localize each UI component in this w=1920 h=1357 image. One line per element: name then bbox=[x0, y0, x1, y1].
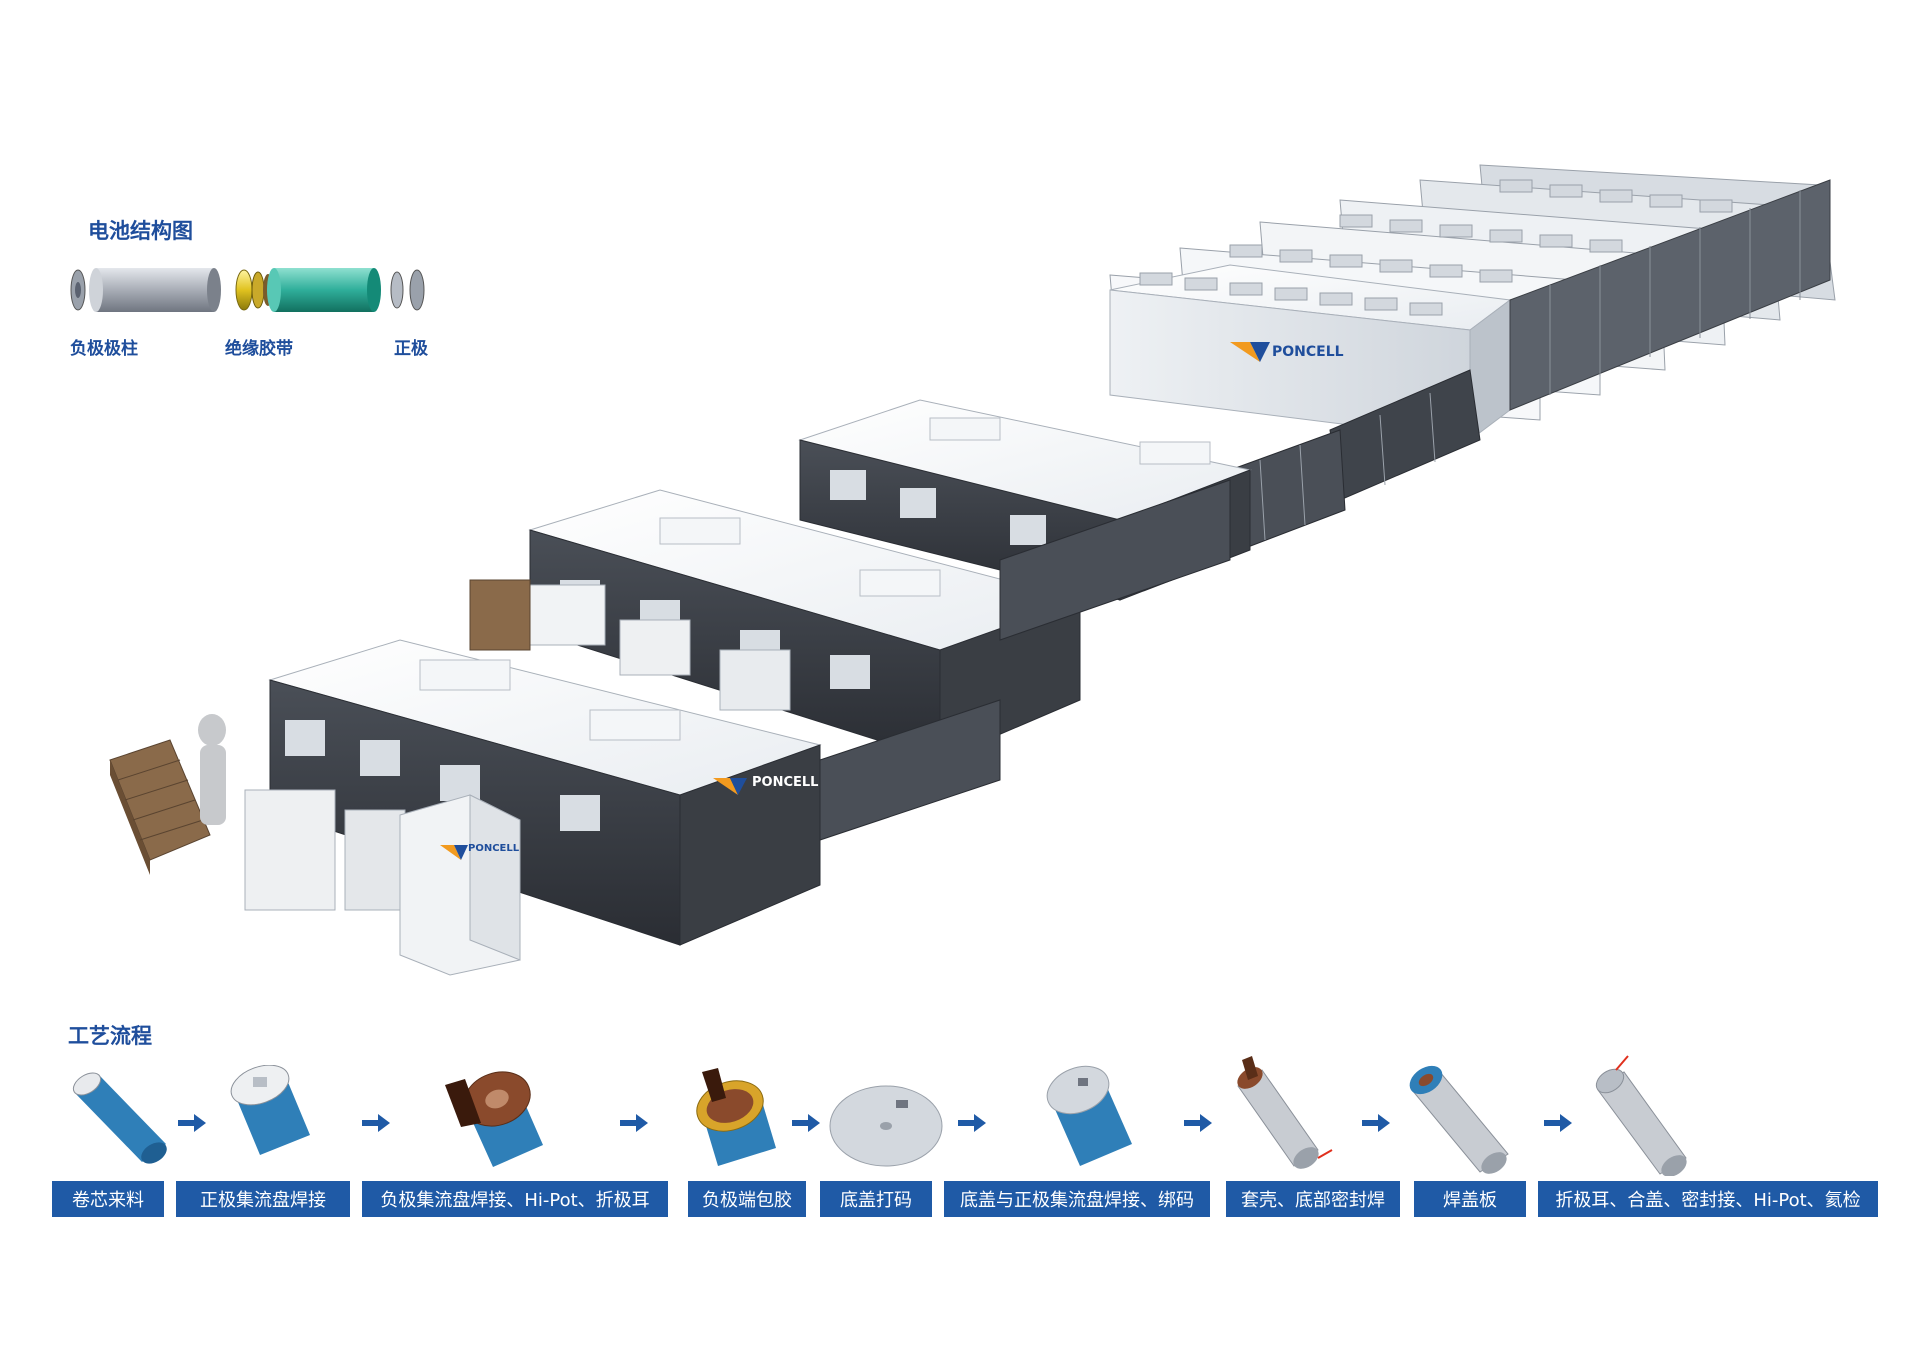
step-label-5: 底盖打码 bbox=[820, 1181, 932, 1217]
step-icon-negative-collector bbox=[445, 1071, 543, 1167]
step-icon-cover-weld bbox=[1046, 1065, 1132, 1166]
arrow-icon-8 bbox=[1544, 1114, 1572, 1132]
step-icon-cell-core bbox=[72, 1072, 167, 1164]
assembly-line-middle bbox=[469, 489, 1082, 761]
step-label-6: 底盖与正极集流盘焊接、绑码 bbox=[944, 1181, 1210, 1217]
arrow-icon-4 bbox=[792, 1114, 820, 1132]
part-label-positive: 正极 bbox=[394, 339, 428, 359]
battery-exploded-view bbox=[70, 268, 425, 312]
transfer-conveyor bbox=[1229, 369, 1481, 551]
poncell-logo-mark-front bbox=[713, 778, 747, 795]
arrow-icon-7 bbox=[1362, 1114, 1390, 1132]
arrow-icon-6 bbox=[1184, 1114, 1212, 1132]
part-label-insulation-tape: 绝缘胶带 bbox=[225, 339, 293, 359]
poncell-logo-mark-cabinet bbox=[440, 845, 468, 860]
loading-station bbox=[109, 714, 521, 976]
step-label-4: 负极端包胶 bbox=[688, 1181, 806, 1217]
step-icon-bottom-cover bbox=[829, 1085, 943, 1167]
structure-title: 电池结构图 bbox=[88, 219, 193, 243]
step-label-8: 焊盖板 bbox=[1414, 1181, 1526, 1217]
arrow-icon-5 bbox=[958, 1114, 986, 1132]
step-icon-positive-collector bbox=[230, 1065, 310, 1155]
step-label-9: 折极耳、合盖、密封接、Hi-Pot、氦检 bbox=[1538, 1181, 1878, 1217]
positive-terminal-disc bbox=[390, 271, 404, 309]
arrow-icon-2 bbox=[362, 1114, 390, 1132]
brand-name-cabinet: PONCELL bbox=[468, 843, 520, 854]
step-label-2: 正极集流盘焊接 bbox=[176, 1181, 350, 1217]
step-label-3: 负极集流盘焊接、Hi-Pot、折极耳 bbox=[362, 1181, 668, 1217]
arrow-icon-3 bbox=[620, 1114, 648, 1132]
step-icon-negative-wrap bbox=[696, 1068, 776, 1166]
teal-shell bbox=[274, 268, 374, 312]
step-icon-cover-plate bbox=[1409, 1065, 1509, 1174]
step-label-7: 套壳、底部密封焊 bbox=[1226, 1181, 1400, 1217]
production-line-illustration bbox=[109, 164, 1836, 976]
arrow-icon-1 bbox=[178, 1114, 206, 1132]
operator bbox=[198, 714, 226, 746]
jelly-roll-core bbox=[96, 268, 214, 312]
poncell-logo-mark-oven bbox=[1230, 342, 1270, 362]
part-label-negative-terminal: 负极极柱 bbox=[70, 339, 138, 359]
step-icon-final-seal bbox=[1595, 1055, 1687, 1176]
process-title: 工艺流程 bbox=[68, 1024, 152, 1048]
brand-name-front: PONCELL bbox=[752, 775, 819, 790]
step-icon-shell-weld bbox=[1237, 1056, 1333, 1169]
brand-name-oven: PONCELL bbox=[1272, 344, 1344, 360]
aging-oven-bank bbox=[1109, 164, 1836, 441]
step-label-1: 卷芯来料 bbox=[52, 1181, 164, 1217]
